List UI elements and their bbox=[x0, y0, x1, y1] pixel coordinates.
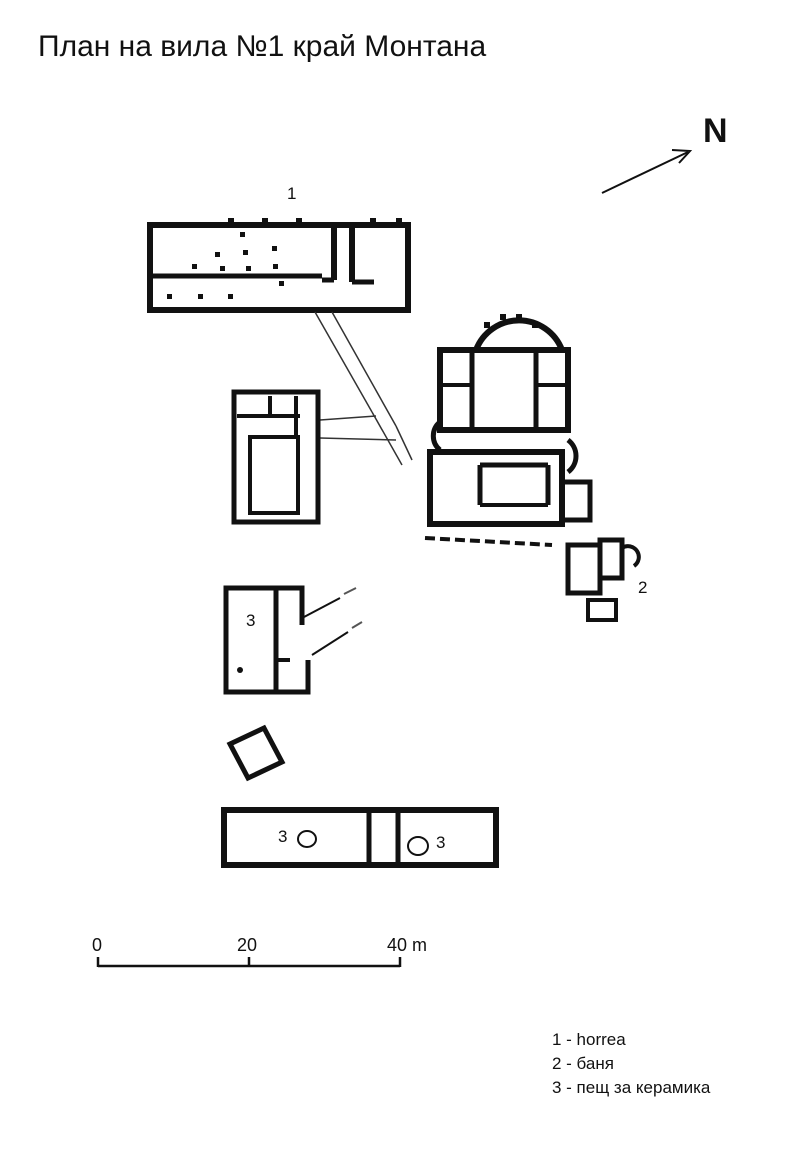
legend: 1 - horrea 2 - баня 3 - пещ за керамика bbox=[552, 1028, 710, 1100]
horrea-building bbox=[147, 218, 411, 313]
scale-label-0: 0 bbox=[92, 935, 102, 955]
kiln-west-number: 3 bbox=[246, 611, 255, 630]
bath-building bbox=[565, 537, 641, 622]
main-villa bbox=[424, 314, 593, 547]
kiln-building-south bbox=[221, 807, 499, 868]
legend-item-bath: 2 - баня bbox=[552, 1054, 614, 1073]
legend-item-horrea: 1 - horrea bbox=[552, 1030, 626, 1049]
north-label: N bbox=[703, 112, 728, 150]
scale-label-20: 20 bbox=[237, 935, 257, 955]
bath-number: 2 bbox=[638, 578, 647, 597]
courtyard-building bbox=[231, 389, 321, 525]
horrea-number: 1 bbox=[287, 184, 296, 203]
kiln-building-west bbox=[223, 585, 363, 695]
kiln-south-right-number: 3 bbox=[436, 833, 445, 852]
page-title: План на вила №1 край Монтана bbox=[38, 30, 487, 63]
legend-item-kiln: 3 - пещ за керамика bbox=[552, 1078, 711, 1097]
scale-label-40m: 40 m bbox=[387, 935, 427, 955]
corridor-lines bbox=[314, 311, 413, 466]
scale-bar bbox=[96, 957, 402, 968]
small-square-building bbox=[226, 724, 286, 782]
north-arrow bbox=[601, 149, 693, 194]
kiln-south-left-number: 3 bbox=[278, 827, 287, 846]
